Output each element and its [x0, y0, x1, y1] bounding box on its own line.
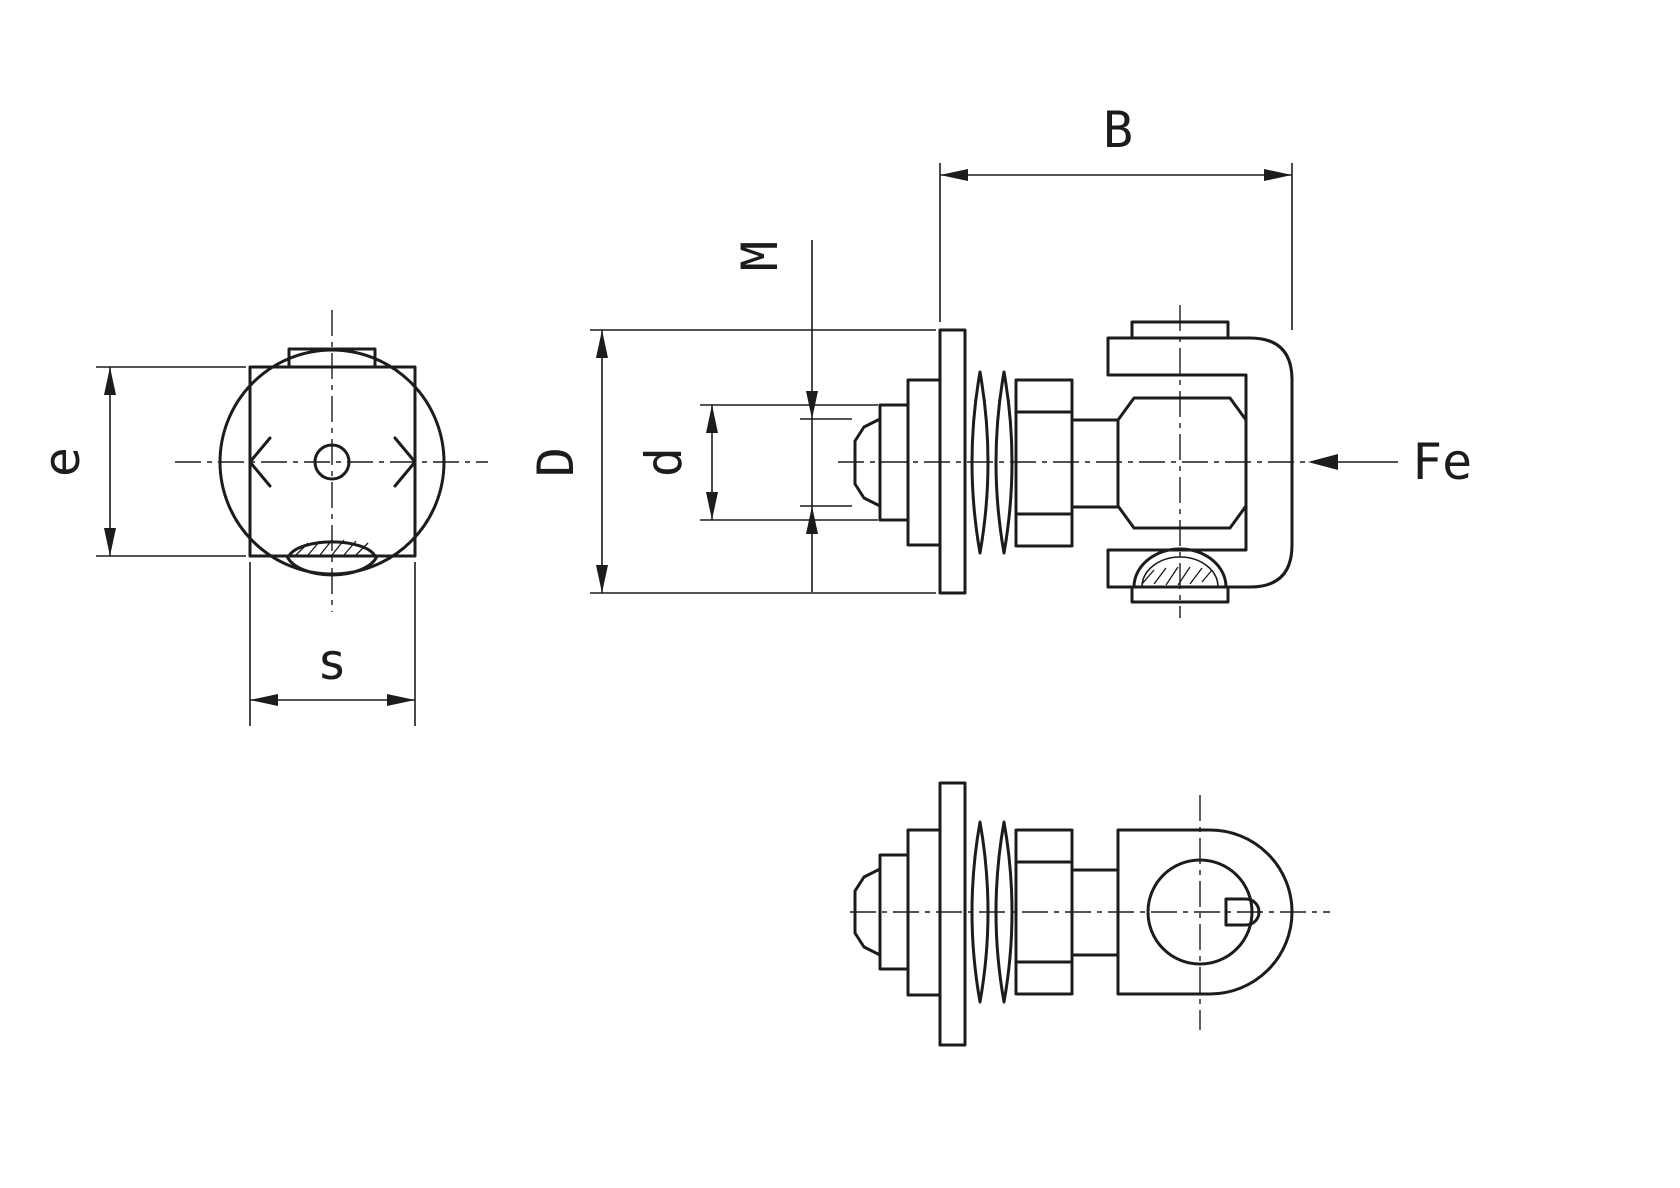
- u-bracket: [1106, 336, 1294, 589]
- dim-label-s: s: [317, 633, 347, 691]
- thread-arc: [287, 540, 377, 558]
- threaded-rod: [1070, 418, 1120, 509]
- force-arrow-fe: Fe: [1308, 433, 1472, 491]
- top-boss: [287, 347, 377, 369]
- force-arrow-left-icon: [1308, 454, 1338, 470]
- dim-label-e: e: [33, 447, 91, 477]
- dimension-e: e: [33, 366, 246, 557]
- spring-washer-2: [994, 370, 1014, 555]
- mounting-plate: [938, 328, 967, 595]
- left-chamfer: [248, 436, 272, 488]
- front-view: [175, 310, 488, 612]
- arrow-right-icon: [1264, 169, 1292, 181]
- bracket-thread-hatching: [1141, 566, 1213, 586]
- hinge-pin: [1224, 897, 1261, 927]
- bracket-bottom-boss: [1130, 585, 1230, 604]
- mounting-plate: [938, 781, 967, 1047]
- dim-label-small-d: d: [635, 447, 693, 477]
- spring-washer-2: [994, 820, 1014, 1004]
- thread-hatching: [295, 539, 369, 556]
- dimension-big-d: D: [527, 329, 936, 594]
- arrow-down-icon: [806, 391, 818, 419]
- arrow-down-icon: [596, 565, 608, 593]
- arrow-down-icon: [104, 528, 116, 556]
- bracket-thread-arc-inner: [1141, 556, 1219, 588]
- arrow-up-icon: [806, 506, 818, 534]
- right-chamfer: [393, 436, 417, 488]
- arrow-up-icon: [706, 405, 718, 433]
- dimension-m: M: [731, 240, 852, 592]
- arrow-up-icon: [104, 367, 116, 395]
- arrow-left-icon: [250, 694, 278, 706]
- bottom-boss-arc: [285, 554, 379, 577]
- spring-washer-1: [970, 370, 990, 555]
- side-view: [838, 305, 1332, 618]
- arrow-down-icon: [706, 492, 718, 520]
- arrow-left-icon: [940, 169, 968, 181]
- dim-label-b: B: [1103, 101, 1133, 159]
- dimension-b: B: [939, 101, 1293, 330]
- bracket-thread-arc-outer: [1132, 547, 1228, 589]
- spring-washer-1: [970, 820, 990, 1004]
- bracket-top-boss: [1130, 320, 1230, 340]
- hinge-eye: [1116, 828, 1294, 996]
- force-label-fe: Fe: [1412, 433, 1472, 491]
- center-hole: [313, 443, 351, 481]
- dim-label-big-d: D: [527, 447, 585, 477]
- dim-label-m: M: [731, 241, 789, 271]
- arrow-up-icon: [596, 330, 608, 358]
- plan-view: [850, 781, 1330, 1047]
- hinge-eye-bore: [1146, 858, 1254, 966]
- swivel-nut: [1116, 396, 1248, 530]
- hex-nut: [1014, 378, 1074, 548]
- dimension-small-d: d: [635, 404, 878, 521]
- arrow-right-icon: [387, 694, 415, 706]
- dimension-s: s: [249, 562, 416, 726]
